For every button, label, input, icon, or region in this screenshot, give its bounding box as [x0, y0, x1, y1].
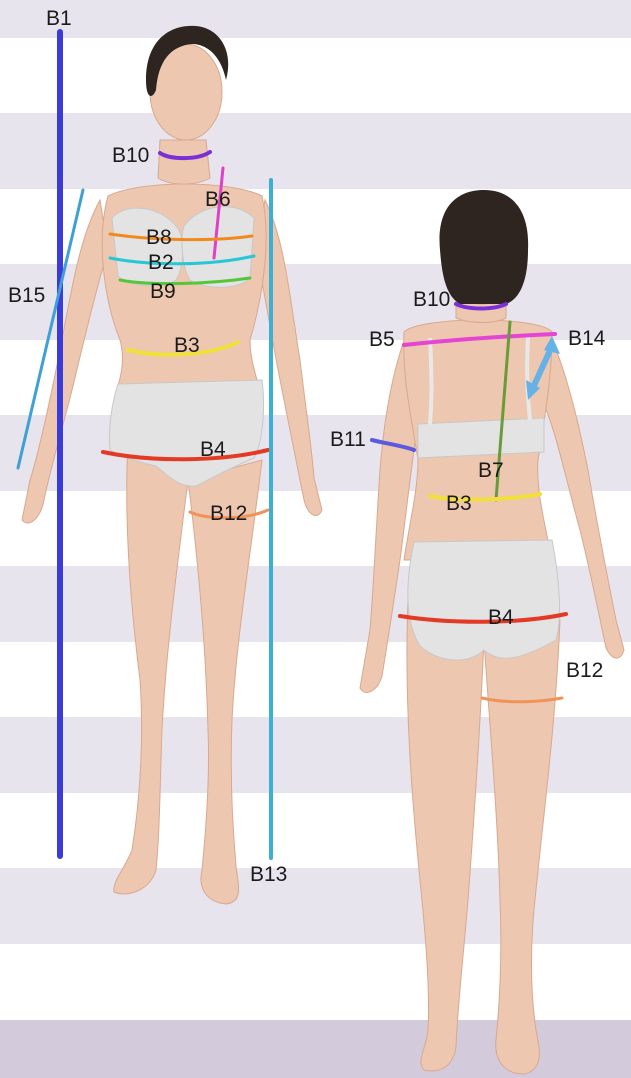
label-b3-back: B3: [446, 492, 472, 515]
label-b4: B4: [200, 438, 226, 461]
label-b9: B9: [150, 280, 176, 303]
label-b6: B6: [205, 188, 231, 211]
label-b3: B3: [174, 334, 200, 357]
label-b11: B11: [330, 428, 366, 451]
label-b1: B1: [46, 7, 72, 30]
stripe: [0, 113, 631, 189]
label-b10-back: B10: [413, 288, 450, 311]
label-b13: B13: [250, 863, 287, 886]
stripe: [0, 0, 631, 38]
label-b2: B2: [148, 251, 174, 274]
label-b14: B14: [568, 327, 606, 350]
label-b7: B7: [478, 459, 504, 482]
label-b10: B10: [112, 144, 149, 167]
label-b5: B5: [369, 328, 395, 351]
label-b12: B12: [210, 502, 247, 525]
label-b8: B8: [146, 226, 172, 249]
label-b15: B15: [8, 284, 45, 307]
label-b12-back: B12: [566, 659, 603, 682]
label-b4-back: B4: [488, 606, 514, 629]
